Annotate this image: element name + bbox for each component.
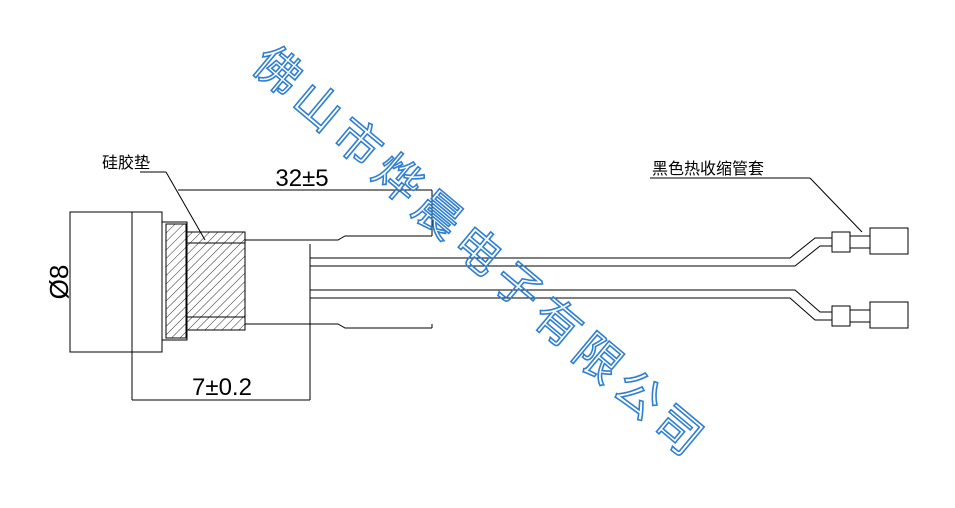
silicone-pad-label: 硅胶垫 [102, 153, 150, 172]
body-length-label: 7±0.2 [192, 374, 252, 401]
cable-exit [245, 235, 432, 329]
terminal-lower [831, 301, 909, 329]
dimension-lines [131, 189, 433, 401]
housing-body [69, 211, 188, 353]
heat-shrink-label: 黑色热收缩管套 [652, 159, 764, 178]
lower-wires [310, 289, 832, 321]
upper-wires [310, 237, 832, 267]
terminal-upper [831, 227, 909, 255]
diameter-label: Ø8 [44, 265, 74, 300]
company-watermark: 佛 山 市 烨 晨 电 子 有 限 公 司 [242, 34, 714, 467]
silicone-pad [165, 223, 246, 339]
leader-lines [140, 171, 863, 241]
cable-length-label: 32±5 [275, 165, 328, 192]
